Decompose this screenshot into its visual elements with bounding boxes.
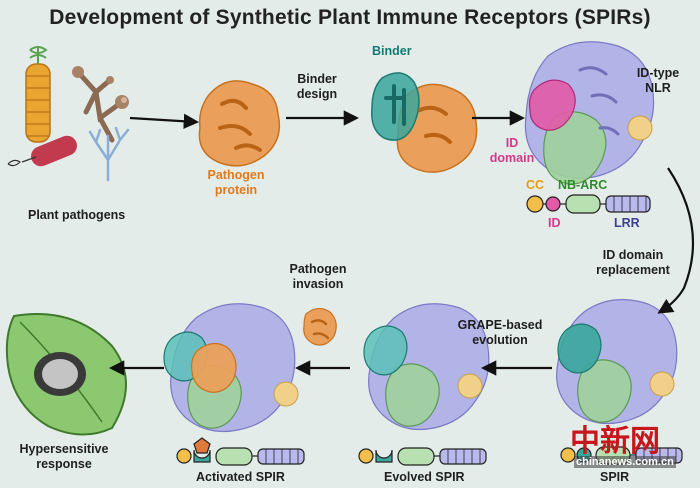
label-hypersensitive-response: Hypersensitive response	[19, 442, 109, 471]
label-id-domain-replacement: ID domain replacement	[596, 248, 670, 277]
label-id-domain: ID domain	[489, 136, 535, 165]
watermark-url: chinanews.com.cn	[574, 456, 676, 468]
label-id-type-nlr: ID-type NLR	[636, 66, 680, 95]
invading-pathogen-protein	[303, 307, 337, 346]
label-id: ID	[548, 216, 561, 230]
label-cc: CC	[526, 178, 545, 192]
label-pathogen-protein: Pathogen protein	[207, 168, 265, 197]
pathogen-protein-structure	[198, 80, 281, 167]
spir-structure	[556, 298, 678, 425]
flow-arrows	[108, 110, 694, 376]
arrow-id-replacement	[657, 167, 694, 314]
watermark-cn: 中新网	[570, 424, 660, 459]
oomycete-icon	[88, 126, 130, 182]
fungus-icon	[72, 66, 129, 143]
binder-protein-complex	[371, 72, 478, 173]
label-pathogen-invasion: Pathogen invasion	[289, 262, 347, 291]
virus-icon	[25, 46, 51, 143]
label-binder: Binder	[372, 44, 412, 58]
label-binder-design: Binder design	[296, 72, 338, 101]
activated-spir-structure	[163, 303, 299, 433]
label-nb-arc: NB-ARC	[558, 178, 608, 192]
label-lrr: LRR	[614, 216, 640, 230]
activated-spir-domain-architecture	[176, 437, 305, 466]
label-spir: SPIR	[600, 470, 630, 484]
label-plant-pathogens: Plant pathogens	[28, 208, 126, 222]
evolved-spir-structure	[363, 303, 490, 431]
label-activated-spir: Activated SPIR	[196, 470, 285, 484]
evolved-spir-domain-architecture	[358, 447, 487, 466]
label-evolved-spir: Evolved SPIR	[384, 470, 465, 484]
pathogens-illustration	[7, 46, 130, 182]
label-grape-evolution: GRAPE-based evolution	[457, 318, 543, 347]
arrow-pathogens-to-protein	[129, 113, 200, 129]
nlr-domain-architecture	[526, 194, 651, 214]
bacterium-icon	[7, 135, 77, 167]
id-type-nlr-structure	[524, 41, 655, 185]
figure-title: Development of Synthetic Plant Immune Re…	[49, 6, 651, 29]
leaf-lesion-icon	[5, 313, 127, 436]
